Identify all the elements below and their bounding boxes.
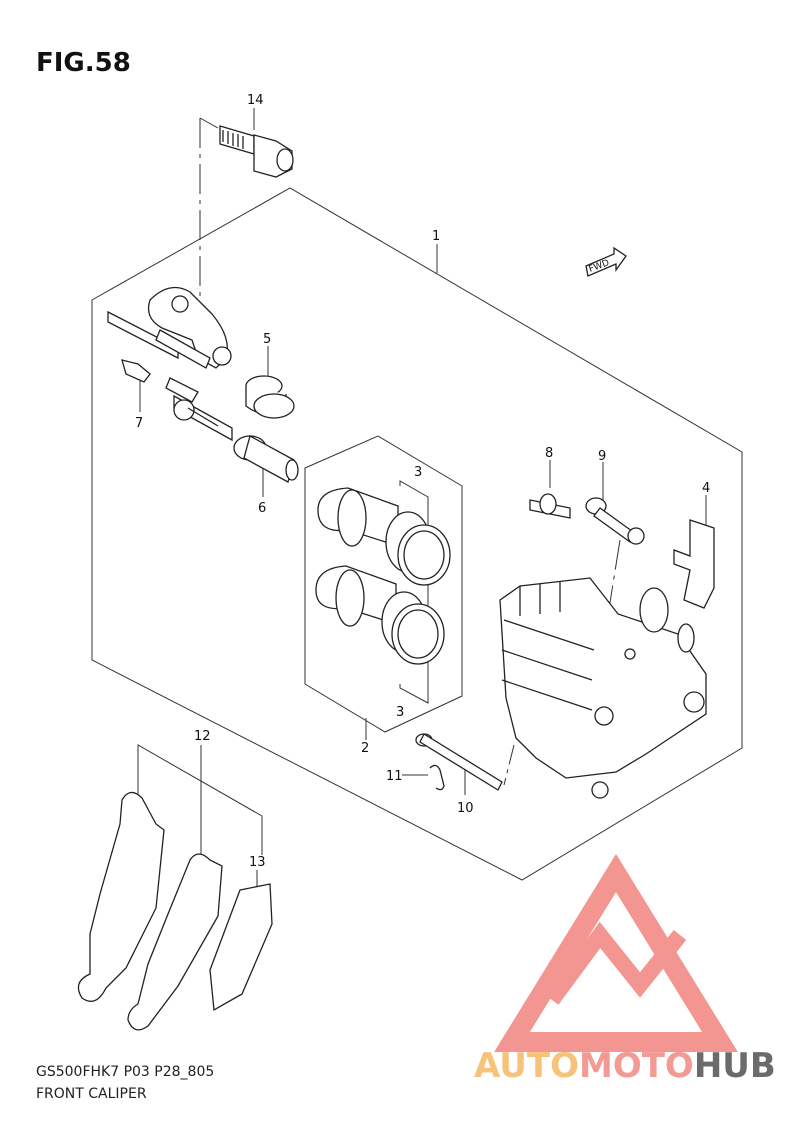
assembly-name: FRONT CALIPER bbox=[36, 1086, 147, 1102]
callout-11: 11 bbox=[386, 769, 403, 784]
forward-direction-arrow-icon: FWD bbox=[585, 246, 627, 277]
brand-part-auto: AUTO bbox=[474, 1046, 579, 1086]
caliper-bracket-icon bbox=[107, 286, 233, 442]
brand-part-hub: HUB bbox=[693, 1046, 776, 1086]
fwd-label: FWD bbox=[588, 258, 611, 275]
pad-spring-4-icon bbox=[673, 519, 715, 609]
brand-part-moto: MOTO bbox=[578, 1046, 694, 1086]
callout-labels: 1 2 3 3 4 5 6 7 8 9 10 11 12 13 14 bbox=[135, 93, 710, 870]
bolt-14-icon bbox=[219, 125, 294, 178]
pin-clip-11-icon bbox=[429, 764, 445, 791]
pad-pin-10-icon bbox=[415, 733, 503, 791]
drawing-code: GS500FHK7 P03 P28_805 bbox=[36, 1064, 215, 1080]
callout-13: 13 bbox=[249, 855, 266, 870]
callout-8: 8 bbox=[545, 446, 553, 461]
callout-9: 9 bbox=[598, 449, 606, 464]
piston-kit-frame bbox=[304, 435, 463, 733]
pad-shim-13-icon bbox=[209, 883, 273, 1012]
callout-14: 14 bbox=[247, 93, 264, 108]
figure-title: FIG.58 bbox=[36, 48, 131, 78]
seal-bracket bbox=[399, 480, 429, 704]
callout-4: 4 bbox=[702, 481, 710, 496]
callout-5: 5 bbox=[263, 332, 271, 347]
callout-3-top: 3 bbox=[414, 465, 422, 480]
callout-1: 1 bbox=[432, 229, 440, 244]
callout-2: 2 bbox=[361, 741, 369, 756]
bleeder-cap-9-icon bbox=[585, 497, 645, 545]
callout-12: 12 bbox=[194, 729, 211, 744]
bleeder-valve-8-icon bbox=[529, 493, 571, 519]
callout-3-bottom: 3 bbox=[396, 705, 404, 720]
slide-pin-6-icon bbox=[233, 435, 299, 483]
piston-and-seal-icons bbox=[315, 487, 451, 665]
caliper-body-icon bbox=[499, 577, 707, 799]
callout-6: 6 bbox=[258, 501, 266, 516]
watermark-brand: AUTOMOTOHUB bbox=[474, 1046, 776, 1086]
caliper-assembly-frame bbox=[91, 187, 743, 881]
pad-spring-7-icon bbox=[121, 359, 151, 383]
callout-10: 10 bbox=[457, 801, 474, 816]
pad-set-bracket bbox=[137, 744, 263, 855]
boot-5-icon bbox=[245, 375, 295, 419]
callout-7: 7 bbox=[135, 416, 143, 431]
brake-pad-12-icon bbox=[77, 791, 165, 1002]
watermark-logo-icon bbox=[494, 853, 738, 1052]
brake-pad-12b-icon bbox=[127, 853, 223, 1031]
